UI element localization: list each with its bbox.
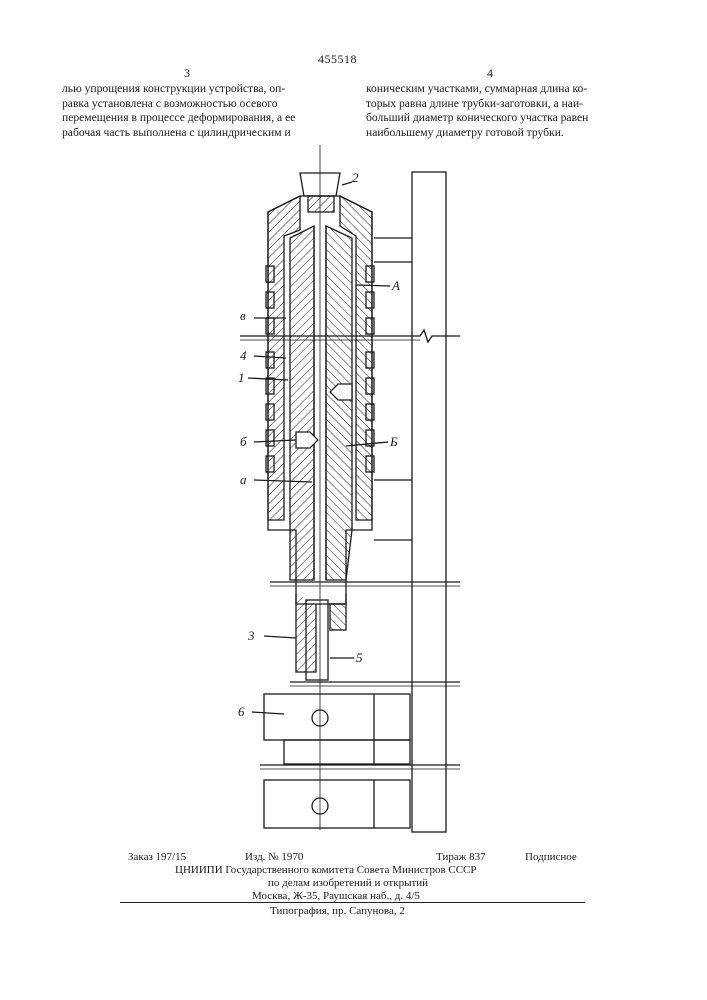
footer-printer: Типография, пр. Сапунова, 2 xyxy=(270,905,405,917)
footer-divider xyxy=(120,902,585,903)
label-6: 6 xyxy=(238,704,245,719)
block-6-lower xyxy=(264,780,410,828)
label-3: 3 xyxy=(247,628,255,643)
label-2: 2 xyxy=(352,170,359,185)
label-4: 4 xyxy=(240,348,247,363)
footer-edition: Изд. № 1970 xyxy=(245,851,303,863)
label-5: 5 xyxy=(356,650,363,665)
label-1: 1 xyxy=(238,370,245,385)
label-A: А xyxy=(391,278,400,293)
block-6-upper xyxy=(264,694,410,740)
footer-org-line3: Москва, Ж-35, Раушская наб., д. 4/5 xyxy=(252,890,420,902)
label-B: Б xyxy=(389,434,398,449)
arrow-marker xyxy=(296,432,318,448)
label-b-small: б xyxy=(240,434,247,449)
frame-column xyxy=(412,172,446,832)
label-a: а xyxy=(240,472,247,487)
footer-org-line1: ЦНИИПИ Государственного комитета Совета … xyxy=(175,864,477,876)
mandrel-right xyxy=(326,226,352,580)
footer-circulation: Тираж 837 xyxy=(436,851,486,863)
mandrel-left xyxy=(290,226,314,580)
label-v: в xyxy=(240,308,246,323)
footer-org-line2: по делам изобретений и открытий xyxy=(268,877,428,889)
technical-drawing: 2 А в 4 1 б Б а 3 5 6 xyxy=(0,0,707,860)
footer-subscription: Подписное xyxy=(525,851,577,863)
footer-order: Заказ 197/15 xyxy=(128,851,186,863)
